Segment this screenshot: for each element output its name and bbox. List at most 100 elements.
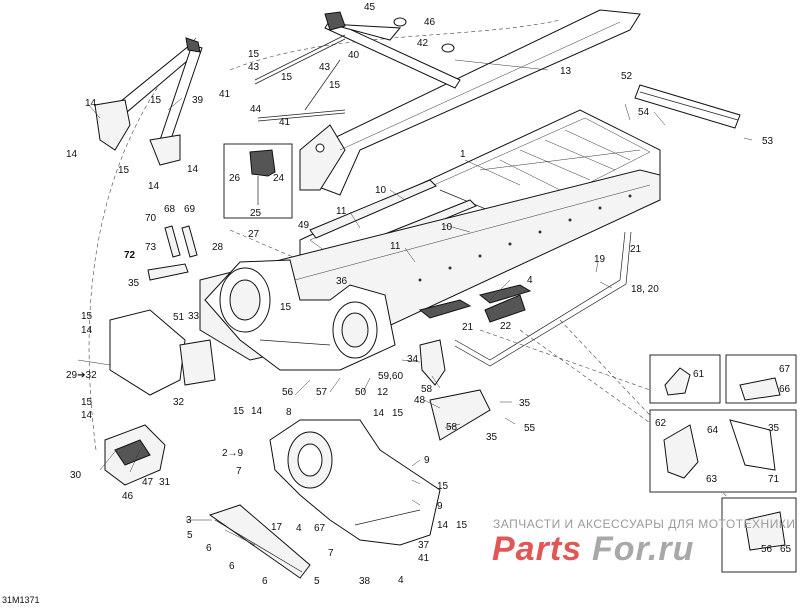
callout-30: 30 — [70, 470, 82, 481]
callout-6: 6 — [206, 543, 212, 554]
tunnel-part-13 — [299, 9, 641, 196]
callout-15: 15 — [150, 95, 162, 106]
callout-15: 15 — [81, 311, 93, 322]
bottom-plate-3-17 — [208, 504, 311, 579]
callout-41: 41 — [279, 117, 291, 128]
rear-bumper-52 — [634, 84, 741, 129]
callout-9: 9 — [437, 501, 443, 512]
callout-15: 15 — [81, 397, 93, 408]
callout-65: 65 — [780, 544, 792, 555]
callout-10: 10 — [375, 185, 387, 196]
callout-12: 12 — [377, 387, 389, 398]
callout-11: 11 — [336, 206, 347, 217]
callout-42: 42 — [417, 38, 429, 49]
callout-19: 19 — [594, 254, 606, 265]
callout-14: 14 — [437, 520, 449, 531]
callout-58: 58 — [421, 384, 433, 395]
callout-56: 56 — [282, 387, 294, 398]
callout-26: 26 — [229, 173, 241, 184]
callout-31: 31 — [159, 477, 171, 488]
callout-2-9: 2→9 — [222, 448, 244, 459]
callout-7: 7 — [328, 548, 334, 559]
callout-33: 33 — [188, 311, 200, 322]
callout-4: 4 — [296, 523, 302, 534]
callout-55: 55 — [524, 423, 536, 434]
callout-14: 14 — [251, 406, 263, 417]
callout-66: 66 — [779, 384, 791, 395]
callout-15: 15 — [329, 80, 341, 91]
callout-35: 35 — [768, 423, 780, 434]
callout-46: 46 — [424, 17, 436, 28]
callout-14: 14 — [187, 164, 199, 175]
callout-41: 41 — [219, 89, 231, 100]
upper-brace — [324, 11, 461, 89]
callout-5: 5 — [314, 576, 320, 587]
callout-47: 47 — [142, 477, 154, 488]
callout-51: 51 — [173, 312, 185, 323]
callout-32: 32 — [173, 397, 185, 408]
steering-column-39 — [94, 37, 203, 166]
callout-35: 35 — [519, 398, 531, 409]
callout-10: 10 — [441, 222, 453, 233]
callout-25: 25 — [250, 208, 262, 219]
callout-15: 15 — [437, 481, 449, 492]
detail-box-56-65 — [721, 497, 797, 573]
side-bracket-29-32 — [109, 309, 216, 396]
callout-62: 62 — [655, 418, 667, 429]
watermark-brand-red: Parts — [492, 530, 582, 568]
callout-22: 22 — [500, 321, 512, 332]
callout-labels: 1 2→9 3 4 4 4 5 5 6 6 6 7 7 8 9 9 10 10 … — [66, 2, 792, 587]
callout-13: 13 — [560, 66, 572, 77]
callout-29-32: 29➔32 — [66, 370, 97, 381]
callout-24: 24 — [273, 173, 285, 184]
callout-39: 39 — [192, 95, 204, 106]
callout-44: 44 — [250, 104, 262, 115]
callout-15: 15 — [248, 49, 260, 60]
callout-70: 70 — [145, 213, 157, 224]
callout-37: 37 — [418, 540, 430, 551]
callout-6: 6 — [229, 561, 235, 572]
callout-15: 15 — [456, 520, 468, 531]
callout-43: 43 — [319, 62, 331, 73]
watermark: ЗАПЧАСТИ И АКСЕССУАРЫ ДЛЯ МОТОТЕХНИКИ Pa… — [492, 517, 795, 568]
callout-46: 46 — [122, 491, 134, 502]
callout-64: 64 — [707, 425, 719, 436]
callout-52: 52 — [621, 71, 633, 82]
footrest-22 — [484, 294, 526, 323]
rear-rod-18-20 — [454, 231, 632, 367]
detail-box-24-26 — [223, 143, 293, 219]
callout-6: 6 — [262, 576, 268, 587]
callout-67: 67 — [314, 523, 326, 534]
front-module-8-9 — [269, 419, 441, 546]
callout-14: 14 — [85, 98, 97, 109]
callout-72: 72 — [124, 250, 136, 261]
watermark-brand-grey: For.ru — [592, 530, 694, 568]
callout-61: 61 — [693, 369, 705, 380]
callout-48: 48 — [414, 395, 426, 406]
callout-58: 58 — [446, 422, 458, 433]
lower-rods — [254, 34, 346, 122]
callout-54: 54 — [638, 107, 650, 118]
callout-69: 69 — [184, 204, 196, 215]
callout-3: 3 — [186, 515, 192, 526]
callout-35: 35 — [128, 278, 140, 289]
callout-50: 50 — [355, 387, 367, 398]
callout-1: 1 — [460, 149, 466, 160]
callout-14: 14 — [148, 181, 160, 192]
watermark-tagline: ЗАПЧАСТИ И АКСЕССУАРЫ ДЛЯ МОТОТЕХНИКИ — [493, 517, 795, 531]
callout-67: 67 — [779, 364, 791, 375]
callout-15: 15 — [233, 406, 245, 417]
callout-8: 8 — [286, 407, 292, 418]
callout-68: 68 — [164, 204, 176, 215]
callout-4: 4 — [527, 275, 533, 286]
bracket-34-48 — [419, 339, 491, 441]
callout-21: 21 — [630, 244, 642, 255]
callout-45: 45 — [364, 2, 376, 13]
callout-4: 4 — [398, 575, 404, 586]
callout-18-20: 18, 20 — [631, 284, 659, 295]
callout-35: 35 — [486, 432, 498, 443]
callout-14: 14 — [81, 410, 93, 421]
callout-71: 71 — [768, 474, 780, 485]
